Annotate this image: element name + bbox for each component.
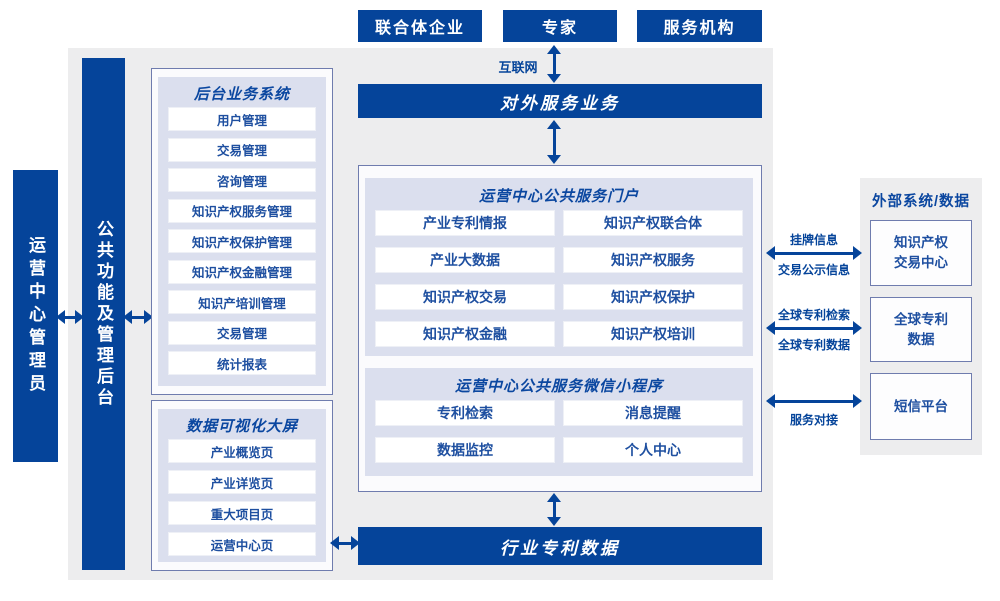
diagram-item: 统计报表 [168, 351, 316, 375]
diagram-item: 产业详览页 [168, 470, 316, 494]
arrow-shaft [771, 326, 857, 330]
node-global-patent-data: 全球专利 数据 [870, 297, 972, 362]
arrow-shaft [552, 50, 556, 78]
panel-operation-center: 运营中心公共服务门户 产业专利情报 知识产权联合体 产业大数据 知识产权服务 知… [358, 165, 762, 492]
arrow-shaft [552, 498, 556, 521]
diagram-item: 知识产权保护管理 [168, 229, 316, 253]
diagram-item: 交易管理 [168, 137, 316, 162]
diagram-item: 知识产权保护 [563, 284, 743, 310]
arrow-dashboard-to-industry-data [330, 536, 360, 550]
diagram-item: 数据监控 [375, 437, 555, 463]
arrow-backend-to-panel [123, 310, 153, 324]
miniprogram-title: 运营中心公共服务微信小程序 [454, 378, 663, 395]
diagram-item: 知识产培训管理 [168, 290, 316, 314]
external-service-bar: 对外服务业务 [358, 84, 762, 118]
diagram-item: 重大项目页 [168, 501, 316, 525]
node-line: 知识产权 [894, 235, 948, 250]
node-service-agencies: 服务机构 [637, 10, 762, 42]
arrow-sms-service [766, 394, 862, 408]
node-consortium-enterprises: 联合体企业 [358, 10, 482, 42]
diagram-item: 知识产权培训 [563, 321, 743, 347]
node-experts: 专家 [503, 10, 617, 42]
arrow-admin-to-backend [56, 310, 84, 324]
backend-system-block: 后台业务系统 用户管理 交易管理 咨询管理 知识产权服务管理 知识产权保护管理 … [158, 77, 326, 386]
link-label-global-patent-data: 全球专利数据 [777, 338, 850, 352]
diagram-item: 专利检索 [375, 400, 555, 426]
diagram-item: 运营中心页 [168, 532, 316, 556]
diagram-item: 知识产权金融管理 [168, 259, 316, 284]
node-line: 交易中心 [894, 255, 948, 270]
diagram-item: 消息提醒 [563, 400, 743, 426]
industry-patent-data-bar: 行业专利数据 [358, 527, 762, 565]
data-visualization-title: 数据可视化大屏 [185, 418, 298, 435]
internet-label: 互联网 [498, 60, 538, 75]
diagram-item: 知识产权金融 [375, 321, 555, 347]
diagram-item: 产业大数据 [375, 247, 555, 273]
arrow-shaft [771, 399, 857, 403]
vbar-operation-center-admin: 运营中心管理员 [13, 170, 58, 462]
node-line: 短信平台 [894, 398, 948, 414]
arrow-portal-to-industry-data [547, 493, 561, 526]
panel-backend-system: 后台业务系统 用户管理 交易管理 咨询管理 知识产权服务管理 知识产权保护管理 … [151, 68, 333, 395]
link-label-listing-info: 挂牌信息 [789, 233, 838, 247]
link-label-global-patent-search: 全球专利检索 [777, 308, 850, 322]
data-visualization-block: 数据可视化大屏 产业概览页 产业详览页 重大项目页 运营中心页 [158, 409, 326, 562]
miniprogram-block: 运营中心公共服务微信小程序 专利检索 消息提醒 数据监控 个人中心 [365, 368, 753, 476]
node-sms-platform: 短信平台 [870, 373, 972, 440]
arrow-trading-center [766, 246, 862, 260]
diagram-item: 个人中心 [563, 437, 743, 463]
panel-data-visualization: 数据可视化大屏 产业概览页 产业详览页 重大项目页 运营中心页 [151, 400, 333, 571]
external-systems-title: 外部系统/数据 [871, 194, 971, 210]
backend-system-title: 后台业务系统 [193, 86, 290, 103]
diagram-item: 知识产权联合体 [563, 210, 743, 236]
link-label-trade-publicity: 交易公示信息 [777, 263, 850, 277]
diagram-item: 知识产权服务管理 [168, 198, 316, 223]
diagram-item: 产业概览页 [168, 439, 316, 463]
arrow-shaft [61, 315, 79, 319]
diagram-item: 用户管理 [168, 107, 316, 131]
node-line: 全球专利 [894, 311, 948, 327]
arrow-internet-vertical [547, 45, 561, 83]
diagram-item: 知识产权服务 [563, 247, 743, 273]
vbar-public-functions-backend: 公共功能及管理后台 [82, 58, 125, 570]
arrow-shaft [771, 251, 857, 255]
diagram-item: 咨询管理 [168, 168, 316, 192]
node-ip-trading-center: 知识产权 交易中心 [870, 220, 972, 286]
node-line: 数据 [907, 331, 935, 347]
diagram-item: 知识产权交易 [375, 284, 555, 310]
diagram-item: 产业专利情报 [375, 210, 555, 236]
arrow-shaft [552, 125, 556, 159]
public-service-portal-block: 运营中心公共服务门户 产业专利情报 知识产权联合体 产业大数据 知识产权服务 知… [365, 178, 753, 356]
arrow-shaft [128, 315, 148, 319]
arrow-service-to-portal [547, 120, 561, 164]
arrow-global-patent [766, 321, 862, 335]
diagram-item: 交易管理 [168, 320, 316, 345]
portal-title: 运营中心公共服务门户 [478, 188, 639, 205]
arrow-shaft [335, 541, 355, 545]
link-label-service-connection: 服务对接 [789, 413, 838, 427]
